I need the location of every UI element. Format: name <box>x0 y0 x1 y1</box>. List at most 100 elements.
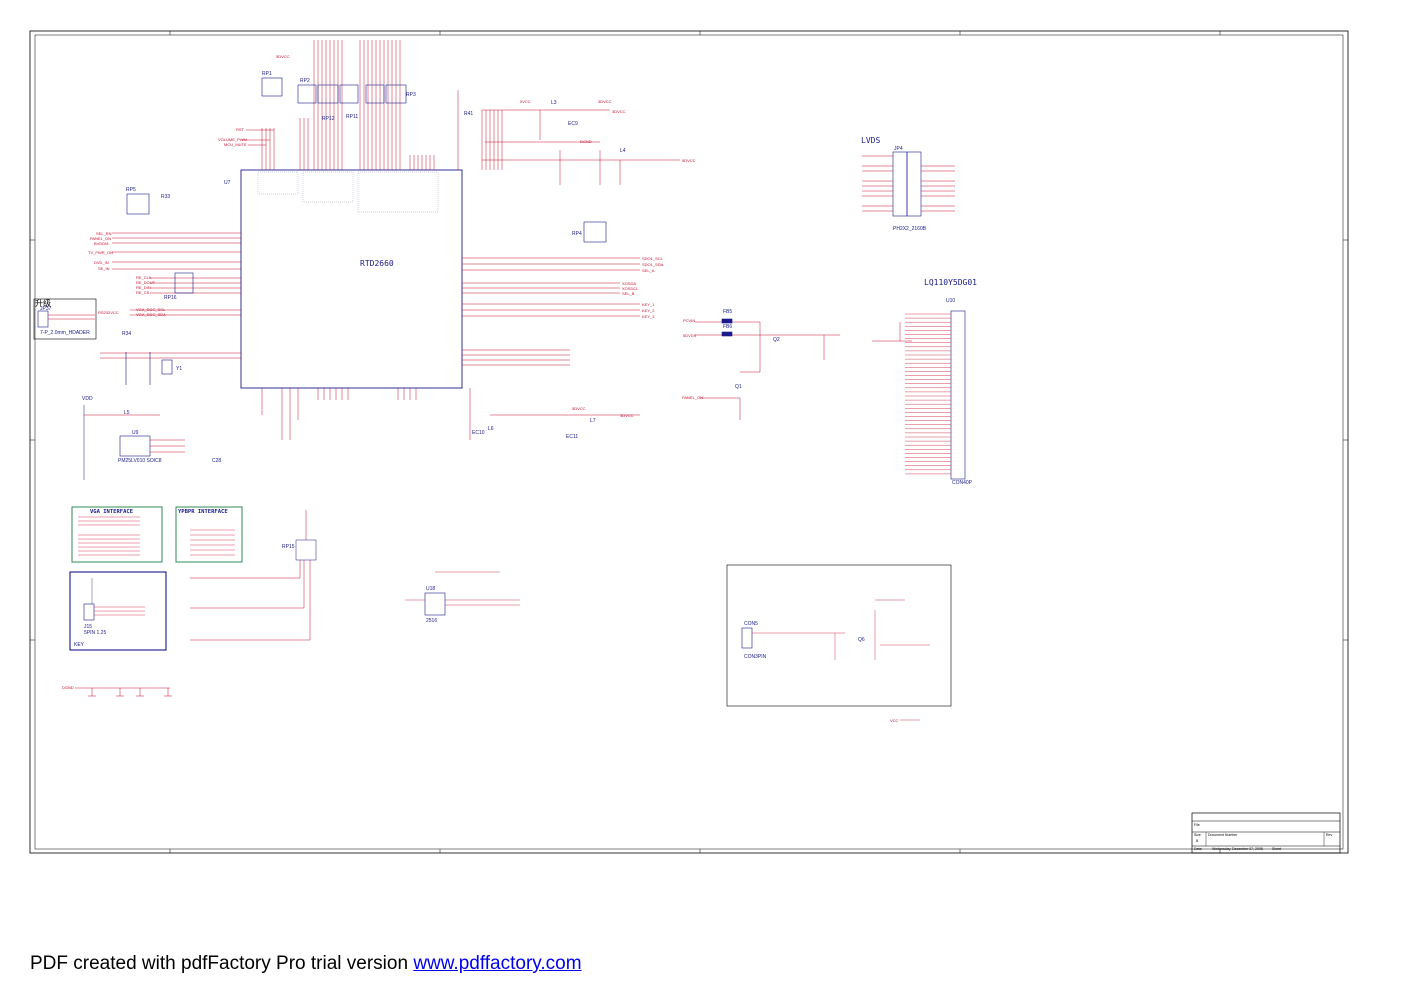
net-3dvcc: 3DVCC <box>598 99 612 104</box>
net-3dvcc-b: 3DVCC <box>612 109 626 114</box>
l5-label: L5 <box>124 410 130 416</box>
u18-part: 2516 <box>426 618 437 624</box>
net-vga-ddc-sda: VGA_DDC_SDA <box>136 312 166 317</box>
lvds-part: PH2X2_2160B <box>893 226 927 232</box>
rp4-pack <box>583 221 607 243</box>
net-mcu-mute: MCU_MUTE <box>224 142 247 147</box>
ec10-label: EC10 <box>472 430 485 436</box>
rp1-label: RP1 <box>262 71 272 77</box>
upgrade-ref: JP37 <box>40 306 52 312</box>
outer-border <box>29 30 1349 854</box>
u18-block: U18 2516 <box>405 571 520 624</box>
net-5vcc: 5VCC <box>520 99 531 104</box>
chip-left-wires <box>100 232 241 359</box>
net-sdo1-sda: SDO1_SDA <box>642 262 664 267</box>
title-block: File Document Number Size B Rev Date: We… <box>1191 812 1341 854</box>
net-panel-on: PANEL_ON <box>90 236 111 241</box>
rp2-label: RP2 <box>300 78 310 84</box>
q1-label: Q1 <box>735 384 742 390</box>
lcd-title: LQ110Y5DG01 <box>924 278 977 287</box>
pdf-footer: PDF created with pdfFactory Pro trial ve… <box>30 953 582 975</box>
net-dvd-in: DVD_IN <box>94 260 109 265</box>
crystal-area <box>125 352 173 385</box>
l4-label: L4 <box>620 148 626 154</box>
net-5dvcc-top: 5DVCC <box>276 54 290 59</box>
net-sel-rn: SEL_RN <box>96 231 112 236</box>
chip-top-pins <box>261 40 503 170</box>
upgrade-part: 7-P_2.0mm_HDADER <box>40 330 90 336</box>
net-sel-a: SEL_A <box>642 268 655 273</box>
net-bvddm: BVDDM <box>94 241 108 246</box>
net-re-din: RE_DIN <box>136 285 151 290</box>
net-re-cs: RE_CS <box>136 290 150 295</box>
net-5dvcc-right: 5DVCC <box>682 158 696 163</box>
u18-ref: U18 <box>426 586 435 592</box>
main-chip-ref: U7 <box>224 180 231 186</box>
net-pcvin: PCVIN <box>683 318 695 323</box>
net-5dvcc-bottom: 5DVCC <box>572 406 586 411</box>
ferrite-beads <box>721 318 733 337</box>
lvds-title: LVDS <box>861 136 880 145</box>
net-se-in: SE_IN <box>98 266 110 271</box>
rp11-label: RP11 <box>346 114 358 120</box>
title-rev-label: Rev <box>1326 833 1332 837</box>
vga-title: VGA INTERFACE <box>90 509 133 515</box>
rp15-label: RP15 <box>282 544 295 550</box>
eeprom-ref: U9 <box>132 430 139 436</box>
lcd-connector: CON40P <box>952 480 973 486</box>
lcd-pins <box>905 313 951 475</box>
main-chip-label: RTD2660 <box>360 259 394 268</box>
inner-border <box>34 34 1344 850</box>
lvds-ref: JP4 <box>894 146 903 152</box>
fb6-label: FB6 <box>723 324 732 330</box>
net-vga-ddc-scl: VGA_DDC_SCL <box>136 307 166 312</box>
pdffactory-link[interactable]: www.pdffactory.com <box>413 953 582 974</box>
lvds-block: LVDS JP4 PH2X2_2160B <box>861 136 955 232</box>
upgrade-title: 升级 <box>35 298 51 308</box>
net-xosdcl: XOSDCL <box>622 286 639 291</box>
backlight-block: CON5 CON3PIN Q6 <box>726 564 952 707</box>
title-sheet-label: Sheet <box>1272 847 1281 851</box>
net-vdd: VDD <box>82 396 93 402</box>
ec9-label: EC9 <box>568 121 578 127</box>
eeprom-part: PM25LV010 SOIC8 <box>118 458 162 464</box>
main-chip: RTD2660 U7 <box>224 169 463 389</box>
net-sdo1-scl: SDO1_SCL <box>642 256 664 261</box>
ground-symbols <box>75 687 172 697</box>
power-switch-area <box>695 321 840 420</box>
net-volume-pwm: VOLUME_PWM <box>218 137 247 142</box>
key-title: KEY <box>74 642 85 648</box>
r37-label: R41 <box>464 111 473 117</box>
net-key-1: KEY_1 <box>642 302 655 307</box>
key-wires <box>190 510 317 641</box>
net-xosda: XOSDA <box>622 281 636 286</box>
net-vcc: VCC <box>890 718 899 723</box>
title-size-label: Size <box>1194 833 1201 837</box>
net-key-2: KEY_2 <box>642 308 655 313</box>
net-3dvcc-bottom: 3DVCC <box>620 413 634 418</box>
top-power-network <box>482 109 680 185</box>
rp5-label: RP5 <box>126 187 136 193</box>
net-key-3: KEY_3 <box>642 314 655 319</box>
lcd-block: LQ110Y5DG01 U10 CON40P <box>872 278 977 486</box>
net-dgnd-bottom: DGND <box>62 685 74 690</box>
net-rs232vcc: RS232VCC <box>98 310 119 315</box>
backlight-conn-part: CON3PIN <box>744 654 767 660</box>
left-top-wires <box>242 129 274 146</box>
key-conn-part: 5PIN 1.25 <box>84 630 106 636</box>
l7-label: L7 <box>590 418 596 424</box>
title-file-label: File <box>1194 823 1200 827</box>
ypbpr-title: YPBPR INTERFACE <box>178 509 228 515</box>
l3-label: L3 <box>551 100 557 106</box>
r34-label: R34 <box>122 331 131 337</box>
net-re-dout: RE_DOUT <box>136 280 156 285</box>
backlight-q: Q6 <box>858 637 865 643</box>
key-block: J15 5PIN 1.25 KEY <box>69 571 167 651</box>
key-conn-ref: J15 <box>84 624 92 630</box>
left-resistor-packs <box>126 193 194 294</box>
eeprom-block: U9 PM25LV010 SOIC8 VDD L5 C28 <box>82 396 221 480</box>
net-tv-pwr-on: TV_PWR_ON <box>88 250 113 255</box>
chip-bottom-pins <box>261 388 640 440</box>
rp16-label: RP16 <box>164 295 177 301</box>
